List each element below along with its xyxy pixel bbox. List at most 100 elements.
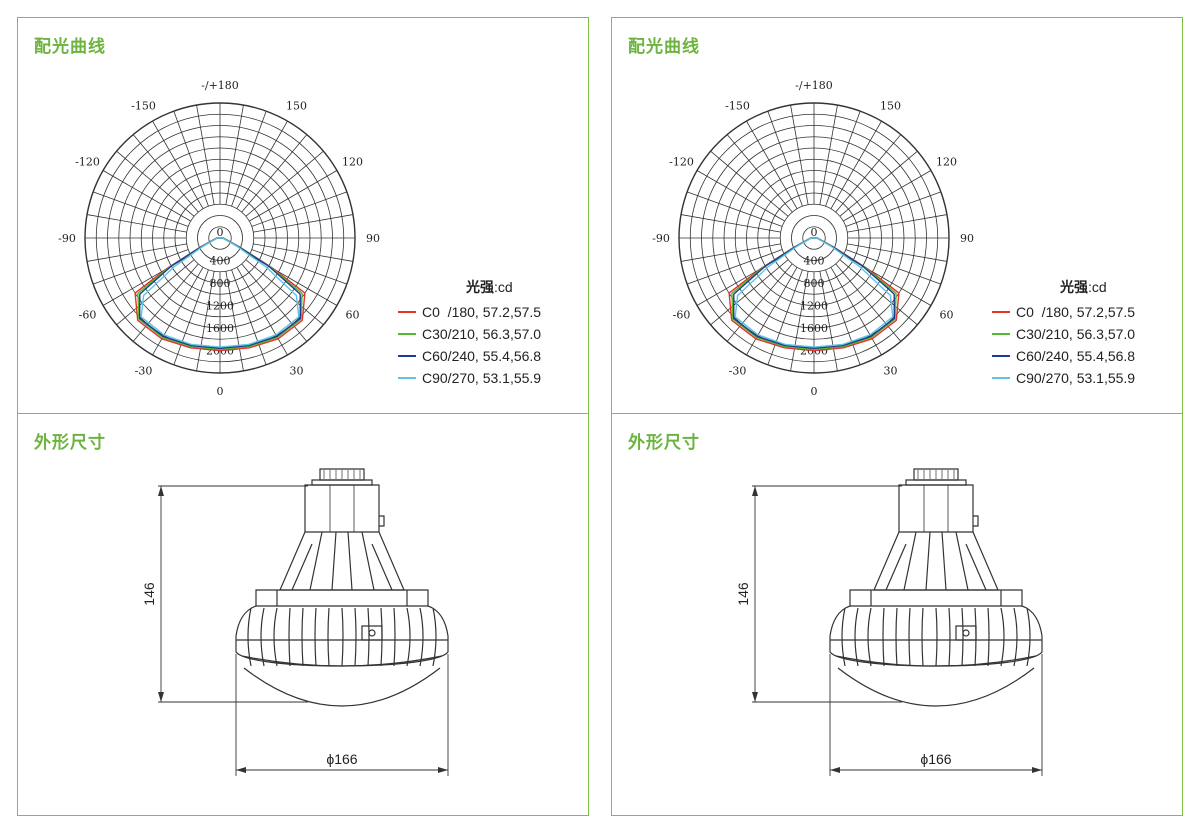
polar-spoke — [102, 170, 191, 222]
polar-spoke — [86, 214, 187, 233]
polar-spoke — [830, 267, 882, 356]
radial-tick-label: 400 — [210, 255, 231, 268]
polar-spoke — [819, 104, 838, 205]
polar-spoke — [132, 134, 199, 213]
polar-spoke — [152, 267, 204, 356]
legend: 光强:cd C0 /180, 57.2,57.5 C30/210, 56.3,5… — [992, 276, 1135, 389]
diameter-dimension-label: ϕ166 — [920, 751, 951, 767]
polar-grid — [84, 102, 356, 374]
legend-title: 光强:cd — [1060, 279, 1107, 296]
arrow-head — [236, 767, 246, 773]
polar-spoke — [819, 271, 838, 372]
arrow-head — [752, 692, 758, 702]
legend-item-c90: C90/270, 53.1,55.9 — [398, 367, 541, 389]
lamp-outline — [829, 468, 1043, 707]
polar-spoke — [241, 263, 308, 342]
radial-tick-label: 800 — [210, 277, 231, 290]
angle-tick-label: 150 — [880, 99, 901, 112]
polar-spoke — [746, 267, 798, 356]
polar-ring — [791, 215, 837, 261]
polar-spoke — [790, 271, 809, 372]
angle-tick-label: -60 — [79, 309, 97, 322]
polar-spoke — [245, 150, 324, 217]
legend: 光强:cd C0 /180, 57.2,57.5 C30/210, 56.3,5… — [398, 276, 541, 389]
curves — [728, 237, 900, 352]
legend-item-c0: C0 /180, 57.2,57.5 — [398, 301, 541, 323]
legend-title: 光强:cd — [466, 279, 513, 296]
polar-spoke — [253, 214, 354, 233]
polar-spoke — [251, 191, 347, 227]
polar-spoke — [173, 269, 209, 365]
photometric-title: 配光曲线 — [34, 37, 106, 57]
radial-tick-label: 1200 — [800, 300, 828, 313]
polar-spoke — [152, 120, 204, 209]
arrow-head — [158, 486, 164, 496]
curves — [134, 237, 306, 352]
angle-tick-label: 0 — [811, 385, 818, 398]
polar-spoke — [726, 134, 793, 213]
dimension-lines — [752, 485, 1043, 776]
polar-spoke — [680, 214, 781, 233]
polar-spoke — [710, 150, 789, 217]
diameter-dimension-label: ϕ166 — [326, 751, 357, 767]
dimension-panel-right: 外形尺寸 146 ϕ166 — [611, 413, 1183, 816]
legend-swatch — [992, 355, 1010, 357]
height-dimension-label: 146 — [141, 582, 157, 606]
curve-series — [734, 237, 894, 348]
polar-spoke — [241, 134, 308, 213]
arrow-head — [438, 767, 448, 773]
polar-spoke — [710, 259, 789, 326]
polar-spoke — [845, 191, 941, 227]
polar-spoke — [231, 111, 267, 207]
polar-ring — [802, 226, 826, 250]
polar-spoke — [680, 243, 781, 262]
polar-ring — [197, 215, 243, 261]
polar-spoke — [830, 120, 882, 209]
curve-series — [140, 237, 300, 348]
polar-spoke — [253, 243, 354, 262]
polar-spoke — [132, 263, 199, 342]
legend-swatch — [992, 311, 1010, 313]
polar-spoke — [687, 191, 783, 227]
polar-spoke — [839, 259, 918, 326]
dimension-title: 外形尺寸 — [628, 433, 700, 453]
arrow-head — [752, 486, 758, 496]
angle-tick-label: -/+180 — [795, 79, 833, 92]
height-dimension-label: 146 — [735, 582, 751, 606]
polar-spoke — [116, 259, 195, 326]
photometric-title: 配光曲线 — [628, 37, 700, 57]
angle-tick-label: -30 — [729, 365, 747, 378]
polar-chart: -/+1801501209060300-30-60-90-120-1500400… — [652, 79, 974, 398]
angle-tick-label: 90 — [366, 232, 380, 245]
polar-spoke — [231, 269, 267, 365]
polar-spoke — [825, 111, 861, 207]
polar-spoke — [225, 271, 244, 372]
dimension-title: 外形尺寸 — [34, 433, 106, 453]
angle-tick-label: -90 — [652, 232, 670, 245]
legend-item-c30: C30/210, 56.3,57.0 — [398, 323, 541, 345]
polar-spoke — [767, 269, 803, 365]
legend-swatch — [992, 333, 1010, 335]
legend-item-c0: C0 /180, 57.2,57.5 — [992, 301, 1135, 323]
legend-item-c30: C30/210, 56.3,57.0 — [992, 323, 1135, 345]
radial-tick-label: 400 — [804, 255, 825, 268]
polar-spoke — [196, 104, 215, 205]
lamp-outline — [235, 468, 449, 707]
polar-spoke — [845, 249, 941, 285]
polar-ring — [208, 226, 232, 250]
radial-tick-label: 0 — [811, 226, 818, 239]
polar-spoke — [825, 269, 861, 365]
legend-item-c90: C90/270, 53.1,55.9 — [992, 367, 1135, 389]
angle-tick-label: -120 — [75, 156, 100, 169]
angle-tick-label: 120 — [342, 156, 363, 169]
polar-spoke — [696, 170, 785, 222]
angle-tick-label: -30 — [135, 365, 153, 378]
polar-spoke — [116, 150, 195, 217]
legend-swatch — [398, 311, 416, 313]
polar-spoke — [767, 111, 803, 207]
angle-tick-label: 120 — [936, 156, 957, 169]
polar-spoke — [249, 170, 338, 222]
lamp-drawing: 146 ϕ166 — [141, 468, 449, 776]
